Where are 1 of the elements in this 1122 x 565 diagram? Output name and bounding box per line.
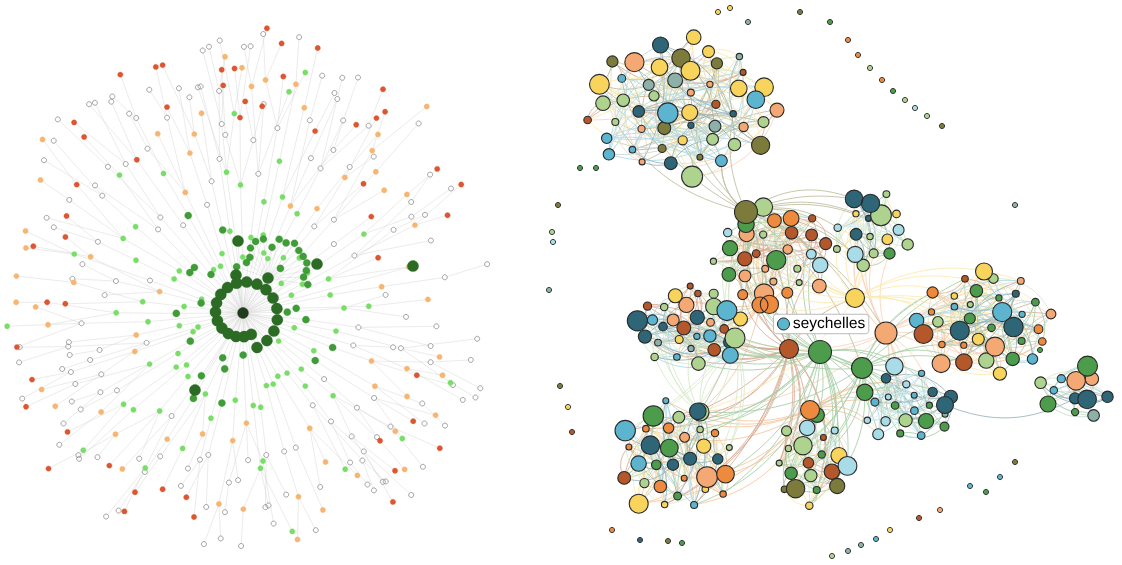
tooltip: seychelles: [773, 313, 870, 335]
